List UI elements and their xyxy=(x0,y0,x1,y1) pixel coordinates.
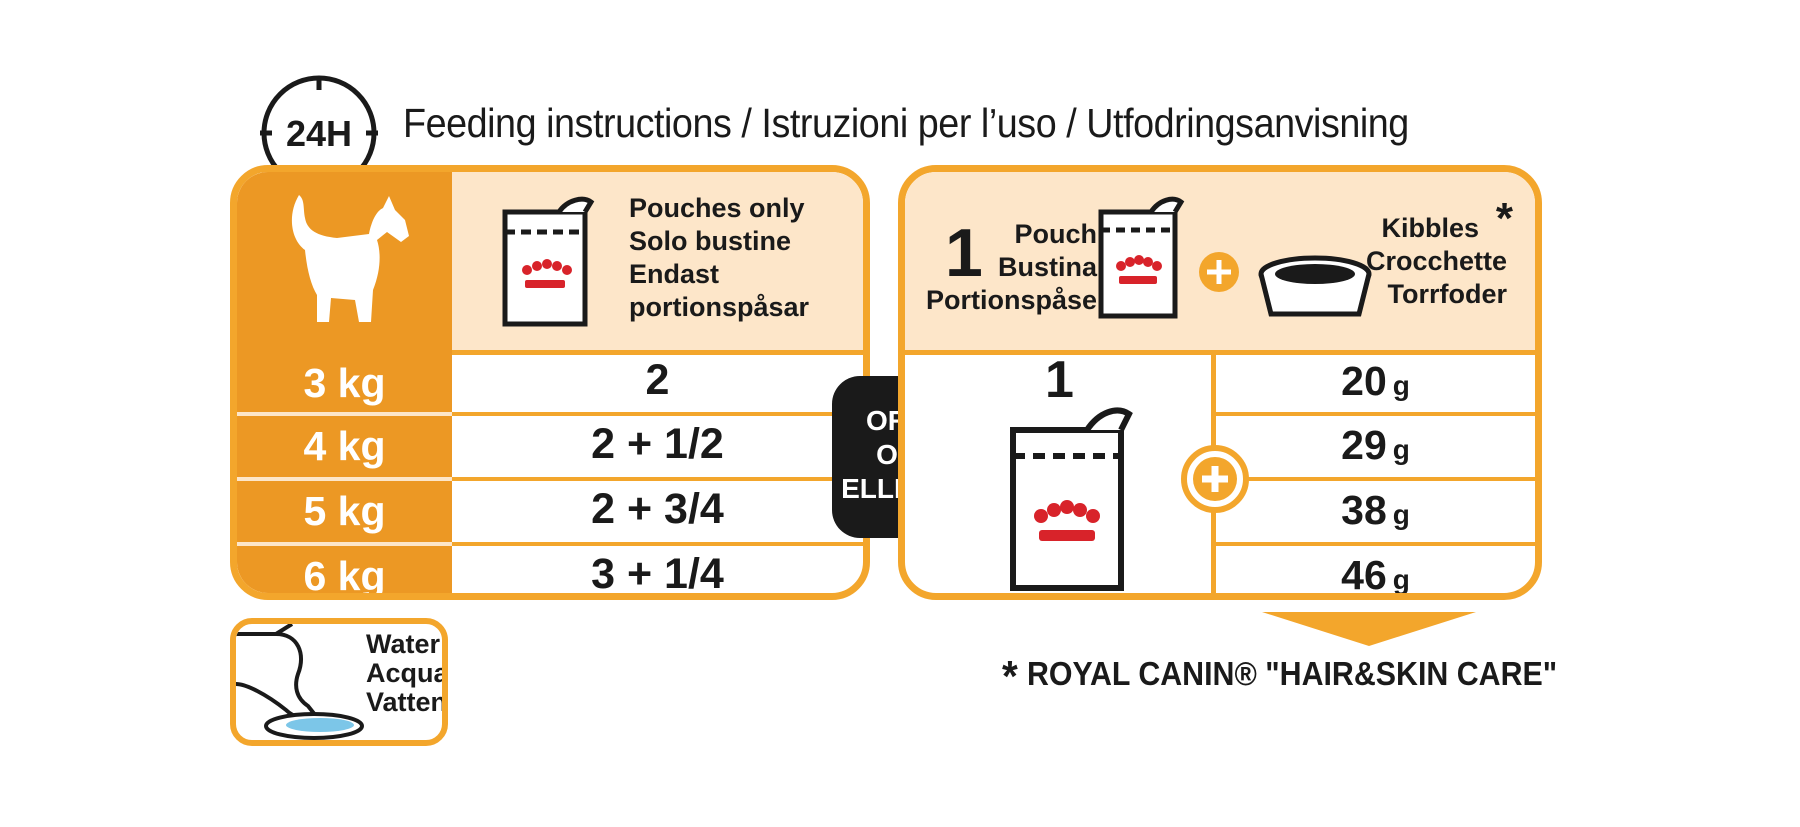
pouches-3kg: 2 xyxy=(645,356,670,404)
mixed-feeding-table: 1 Pouch Bustina Portionspåse * xyxy=(898,165,1542,600)
weight-3kg: 3 kg xyxy=(303,360,386,406)
kibble-bowl-icon xyxy=(1253,252,1377,327)
cat-icon xyxy=(277,190,417,335)
plus-icon-large xyxy=(1180,444,1250,519)
pouches-only-table: Pouches only Solo bustine Endast portion… xyxy=(230,165,870,600)
pouches-6kg: 3 + 1/4 xyxy=(591,550,724,598)
pouch-count: 1 xyxy=(945,215,983,291)
page-title: Feeding instructions / Istruzioni per l’… xyxy=(403,100,1409,146)
pouches-only-label: Pouches only Solo bustine Endast portion… xyxy=(629,193,810,322)
plus-icon-small xyxy=(1197,250,1241,299)
footnote-text: ROYAL CANIN® "HAIR&SKIN CARE" xyxy=(1026,655,1558,692)
footnote-star: * xyxy=(1002,652,1018,701)
kibbles-star: * xyxy=(1495,194,1513,243)
pouches-4kg: 2 + 1/2 xyxy=(591,420,724,468)
pouch-amount: 1 xyxy=(1045,351,1074,409)
water-box: Water Acqua Vatten xyxy=(230,618,448,746)
kibbles-label: Kibbles Crocchette Torrfoder xyxy=(1365,213,1507,309)
cat-drinking-icon xyxy=(236,624,366,740)
footnote: *ROYAL CANIN® "HAIR&SKIN CARE" xyxy=(1002,652,1557,702)
clock-label: 24H xyxy=(286,113,352,154)
pouches-5kg: 2 + 3/4 xyxy=(591,485,724,533)
pouch-icon-large xyxy=(1005,400,1135,593)
water-label: Water Acqua Vatten xyxy=(366,629,448,717)
weight-5kg: 5 kg xyxy=(303,488,386,534)
pouch-label: Pouch Bustina Portionspåse xyxy=(925,219,1097,315)
pouch-icon-small xyxy=(1095,192,1185,329)
weight-6kg: 6 kg xyxy=(303,553,386,599)
weight-4kg: 4 kg xyxy=(303,423,386,469)
pouch-icon xyxy=(497,192,597,337)
down-arrow-icon xyxy=(1262,612,1476,651)
